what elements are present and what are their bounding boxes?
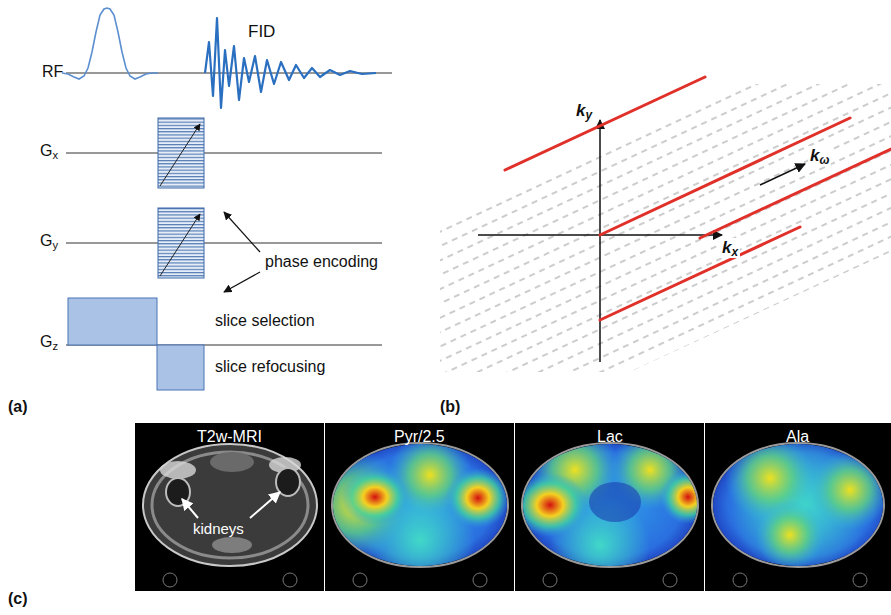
- image-title: Ala: [786, 428, 809, 446]
- t2w-anatomy: [210, 452, 254, 472]
- lactate-map: [663, 573, 677, 587]
- channel-label: RF: [42, 63, 63, 81]
- panel-letter: (a): [8, 398, 28, 416]
- axis-label: ky: [574, 101, 594, 121]
- alanine-map: [810, 450, 890, 530]
- annotation-text: slice refocusing: [215, 358, 325, 376]
- t2w-anatomy: [143, 444, 317, 587]
- subscript: y: [52, 239, 58, 251]
- subscript: ω: [819, 153, 829, 167]
- slice-gradient: [68, 298, 157, 345]
- fid-signal: [205, 18, 376, 108]
- t2w-anatomy: [283, 573, 297, 587]
- channel-label: Gx: [40, 142, 58, 160]
- sequence-baselines: [66, 73, 392, 345]
- slice-gradient: [157, 345, 204, 390]
- t2w-anatomy: [152, 452, 308, 558]
- panel-letter: (c): [8, 590, 28, 608]
- annotation-text: slice selection: [215, 312, 315, 330]
- image-tile: Lac: [515, 423, 704, 591]
- pyruvate-map: [300, 433, 510, 595]
- rf-pulse: [62, 8, 158, 79]
- t2w-anatomy: [163, 573, 177, 587]
- alanine-map: [755, 500, 825, 570]
- image-tile: Pyr/2.5: [325, 423, 514, 591]
- phase-encode-gradient: [158, 208, 204, 278]
- alanine-map: [733, 573, 747, 587]
- readout-line: [505, 77, 891, 320]
- subscript: z: [52, 340, 58, 352]
- channel-label: Gy: [40, 232, 58, 250]
- alanine-map: [853, 573, 867, 587]
- lactate-map: [512, 473, 588, 537]
- subscript: x: [52, 149, 58, 161]
- anatomy-label: kidneys: [193, 520, 244, 537]
- subscript: x: [731, 245, 738, 259]
- readout-line: [700, 149, 891, 238]
- pyruvate-map: [446, 468, 510, 528]
- lactate-map: [512, 425, 716, 595]
- axis-arrow: [760, 164, 805, 185]
- alanine-map: [710, 433, 891, 575]
- axis-label: kx: [720, 238, 740, 258]
- image-title: Lac: [597, 428, 623, 446]
- pyruvate-map: [341, 469, 409, 525]
- pyruvate-map: [353, 573, 367, 587]
- t2w-anatomy: [166, 478, 190, 506]
- t2w-anatomy: [143, 444, 317, 566]
- panel-letter: (b): [440, 398, 460, 416]
- image-tile: T2w-MRI kidneys: [135, 423, 324, 591]
- readout-line: [505, 77, 705, 170]
- image-tile: Ala: [705, 423, 891, 591]
- phase-encode-gradient: [158, 118, 204, 278]
- axis-arrow: [599, 120, 601, 362]
- kspace-grid: [440, 84, 891, 372]
- subscript: y: [585, 108, 592, 122]
- image-tiles: [135, 423, 324, 591]
- sequence-baselines: [66, 153, 382, 154]
- kidney-arrow: [182, 499, 198, 518]
- axis-arrow: [478, 120, 805, 362]
- phase-encode-gradient: [160, 124, 200, 186]
- lactate-map: [543, 573, 557, 587]
- image-tiles: [135, 423, 891, 591]
- sequence-baselines: [66, 243, 382, 244]
- image-tiles: [705, 423, 891, 591]
- t2w-anatomy: [160, 461, 196, 479]
- readout-line: [600, 227, 800, 320]
- signal-label: FID: [248, 22, 275, 42]
- t2w-anatomy: [212, 537, 252, 553]
- image-title: Pyr/2.5: [394, 428, 445, 446]
- lactate-map: [589, 482, 641, 522]
- pyruvate-map: [473, 573, 487, 587]
- image-title: T2w-MRI: [197, 428, 262, 446]
- leader-arrow: [224, 212, 260, 292]
- slice-gradient: [68, 298, 204, 390]
- phase-encode-gradient: [160, 214, 200, 276]
- leader-arrow: [224, 272, 260, 292]
- readout-line: [600, 118, 850, 235]
- pyruvate-map: [300, 433, 510, 595]
- kidney-arrow: [182, 492, 280, 518]
- alanine-map: [710, 433, 891, 587]
- annotation-text: phase encoding: [265, 253, 378, 271]
- lactate-map: [512, 425, 716, 595]
- channel-label: Gz: [40, 333, 58, 351]
- kidney-arrow: [250, 492, 280, 518]
- leader-arrow: [224, 212, 260, 252]
- phase-encode-gradient: [158, 118, 204, 188]
- axis-label: kω: [808, 146, 831, 166]
- lactate-map: [660, 470, 716, 524]
